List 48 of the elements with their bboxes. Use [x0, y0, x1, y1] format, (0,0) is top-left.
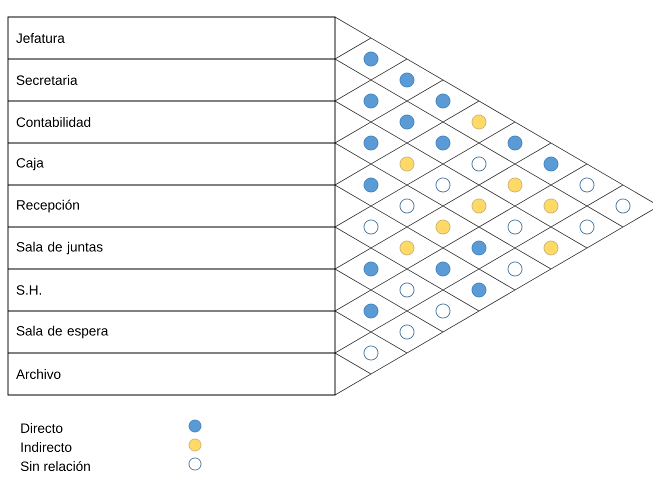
relation-dot — [364, 178, 378, 192]
relation-dot — [580, 220, 594, 234]
relation-dot — [544, 240, 558, 256]
relation-dot — [508, 262, 522, 276]
room-box: S.H. — [8, 268, 336, 312]
relation-dot — [472, 156, 486, 172]
relation-dot — [400, 240, 414, 256]
relation-dot — [364, 94, 378, 108]
relation-dot — [364, 52, 378, 66]
relation-dot — [436, 94, 450, 108]
relation-dot — [436, 178, 450, 192]
relation-dot — [472, 240, 486, 256]
relation-dot — [580, 178, 594, 192]
relation-dot — [400, 72, 414, 88]
relation-dot — [544, 198, 558, 214]
relation-dot — [436, 262, 450, 276]
relation-dot — [436, 136, 450, 150]
relation-dot — [400, 324, 414, 340]
relation-dot — [364, 262, 378, 276]
room-box: Caja — [8, 142, 336, 186]
relation-dot — [400, 282, 414, 298]
relation-dot — [472, 198, 486, 214]
room-box: Contabilidad — [8, 100, 336, 144]
relation-dot — [400, 198, 414, 214]
room-box: Recepción — [8, 184, 336, 228]
legend-label: Sin relación — [20, 460, 90, 472]
relation-dot — [364, 136, 378, 150]
relation-dot — [364, 220, 378, 234]
legend-label: Directo — [21, 423, 62, 433]
room-box: Archivo — [8, 352, 336, 396]
room-box: Jefatura — [8, 16, 336, 60]
relation-dot — [436, 304, 450, 318]
room-box: Secretaria — [8, 58, 336, 102]
relation-dot — [544, 156, 558, 172]
relation-dot — [400, 114, 414, 130]
relation-dot — [508, 136, 522, 150]
relation-dot — [364, 304, 378, 318]
relation-dot — [364, 346, 378, 360]
room-box: Sala de espera — [8, 310, 336, 354]
relation-dot — [436, 220, 450, 234]
relation-dot — [508, 220, 522, 234]
relation-dot — [472, 282, 486, 298]
room-box: Sala de juntas — [8, 226, 336, 270]
relation-dot — [508, 178, 522, 192]
relation-dot — [400, 156, 414, 172]
legend-label: Indirecto — [21, 442, 72, 452]
relation-dot — [472, 114, 486, 130]
relation-dot — [616, 198, 630, 214]
